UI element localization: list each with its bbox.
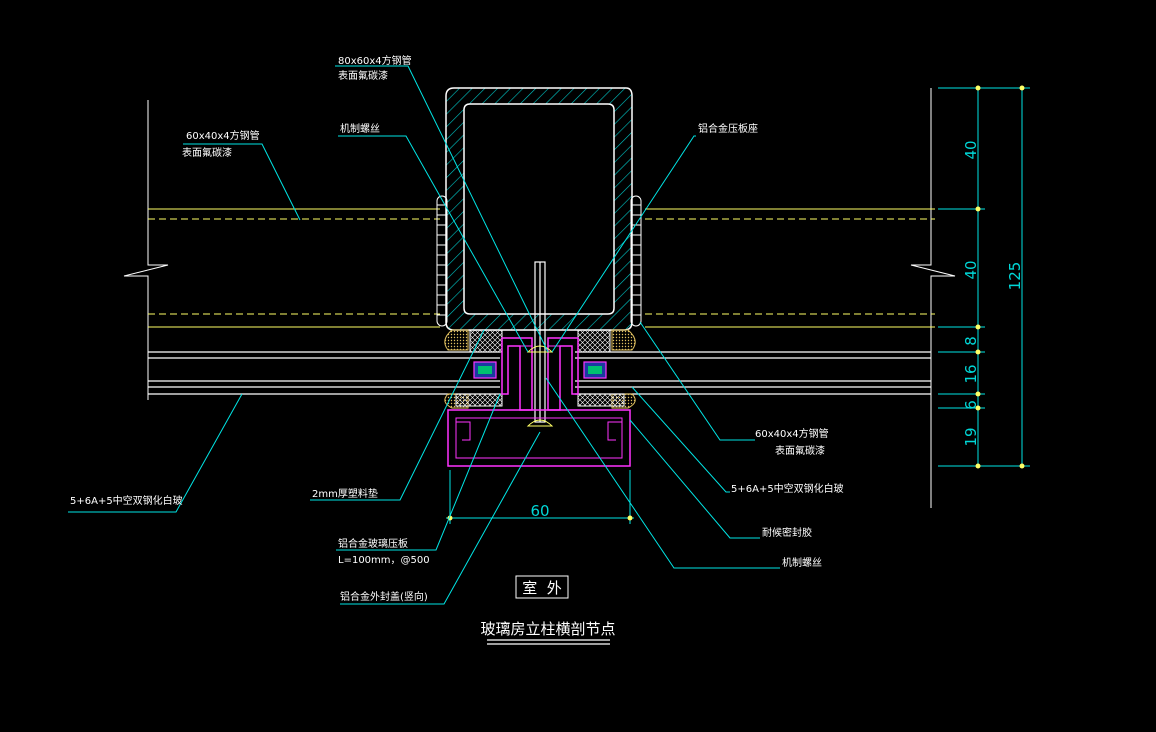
right-tube-60x40: [645, 208, 935, 328]
drawing-title: 玻璃房立柱横剖节点: [480, 620, 616, 645]
label-screw-top: 机制螺丝: [340, 122, 380, 135]
aluminum-outer-cover: [447, 409, 631, 467]
label-glass-left: 5+6A+5中空双钢化白玻: [70, 494, 183, 507]
dim-40-mid: 40: [962, 260, 980, 279]
dim-19: 19: [962, 427, 980, 446]
label-screw-bottom: 机制螺丝: [782, 556, 822, 569]
label-cover: 铝合金外封盖(竖向): [340, 590, 428, 603]
left-glass: [148, 351, 500, 395]
left-tube-60x40: [148, 208, 440, 328]
label-plate-spec: L=100mm，@500: [338, 555, 430, 566]
label-tube-60-right-finish: 表面氟碳漆: [775, 444, 825, 457]
label-sealant: 耐候密封胶: [762, 526, 812, 539]
dim-16: 16: [962, 364, 980, 383]
wall-outlines: [123, 88, 956, 508]
label-base: 铝合金压板座: [698, 122, 758, 135]
label-plate: 铝合金玻璃压板: [338, 537, 408, 550]
right-screw-stack: [630, 195, 642, 327]
label-pad: 2mm厚塑料垫: [312, 487, 378, 500]
label-tube-60-left: 60x40x4方钢管: [186, 129, 260, 142]
label-tube-80: 80x60x4方钢管: [338, 54, 412, 67]
spacer-bars: [473, 361, 607, 379]
title-text: 玻璃房立柱横剖节点: [480, 620, 615, 638]
label-tube-80-finish: 表面氟碳漆: [338, 69, 388, 82]
exterior-tag: 室 外: [515, 575, 569, 599]
dim-60: 60: [530, 502, 549, 520]
center-bolt: [534, 261, 546, 423]
dim-6: 6: [962, 400, 980, 410]
dimension-ticks: [975, 85, 1025, 469]
right-glass: [575, 351, 931, 395]
label-tube-60-left-finish: 表面氟碳漆: [182, 146, 232, 159]
label-tube-60-right: 60x40x4方钢管: [755, 427, 829, 440]
dim-125: 125: [1006, 262, 1024, 291]
leader-lines: [68, 65, 780, 605]
width-dimension-ticks: [447, 515, 633, 521]
gaskets: [455, 329, 625, 407]
aluminum-pressure-plate: [501, 337, 579, 411]
main-tube-80x60: [445, 87, 633, 331]
left-screw-stack: [436, 195, 448, 327]
exterior-label: 室 外: [522, 579, 562, 597]
dim-40-top: 40: [962, 140, 980, 159]
dim-8: 8: [962, 336, 980, 346]
label-glass-right: 5+6A+5中空双钢化白玻: [731, 482, 844, 495]
